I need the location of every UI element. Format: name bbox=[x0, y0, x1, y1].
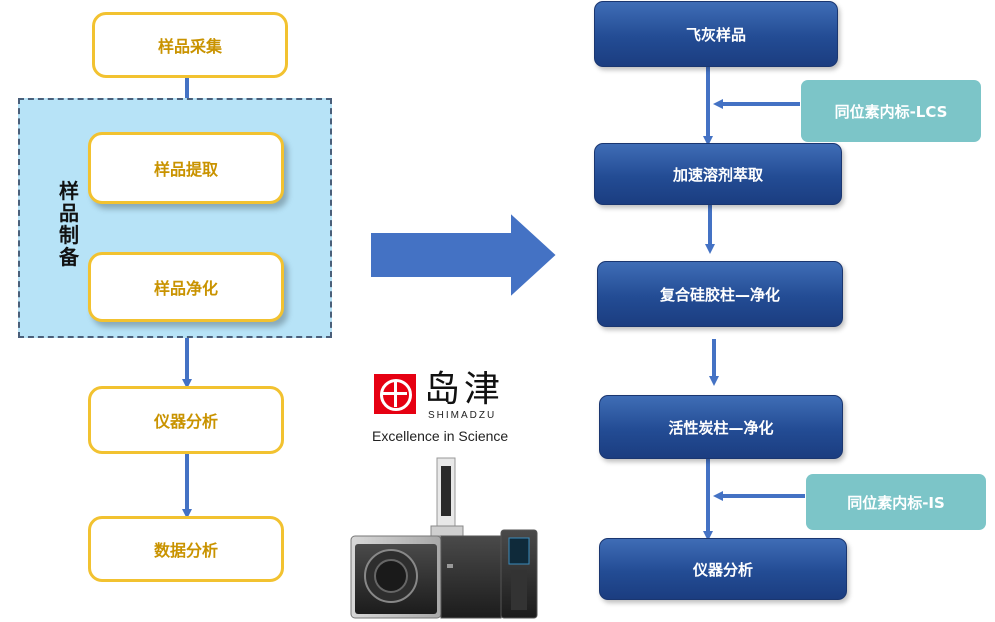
left-step-collection: 样品采集 bbox=[92, 12, 288, 78]
brand-tagline: Excellence in Science bbox=[372, 428, 509, 444]
right-step-ase-extraction: 加速溶剂萃取 bbox=[594, 143, 842, 205]
shimadzu-logo: 岛津 SHIMADZU Excellence in Science bbox=[372, 369, 532, 452]
sample-prep-label: 样品制备 bbox=[59, 179, 79, 269]
brand-name-en: SHIMADZU bbox=[428, 410, 497, 421]
left-step-data-analysis: 数据分析 bbox=[88, 516, 284, 582]
shimadzu-emblem-icon bbox=[374, 374, 416, 414]
right-step-silica-cleanup: 复合硅胶柱—净化 bbox=[597, 261, 843, 327]
right-step-fly-ash-sample: 飞灰样品 bbox=[594, 1, 838, 67]
left-step-extraction: 样品提取 bbox=[88, 132, 284, 204]
addition-lcs-standard: 同位素内标-LCS bbox=[801, 80, 981, 142]
left-step-instrument-analysis: 仪器分析 bbox=[88, 386, 284, 454]
right-step-instrument-analysis: 仪器分析 bbox=[599, 538, 847, 600]
left-step-cleanup: 样品净化 bbox=[88, 252, 284, 322]
right-step-carbon-cleanup: 活性炭柱—净化 bbox=[599, 395, 843, 459]
addition-is-standard: 同位素内标-IS bbox=[806, 474, 986, 530]
brand-name-cn: 岛津 bbox=[424, 369, 505, 410]
gc-ms-instrument-image bbox=[350, 457, 538, 619]
big-transition-arrow bbox=[369, 210, 559, 301]
